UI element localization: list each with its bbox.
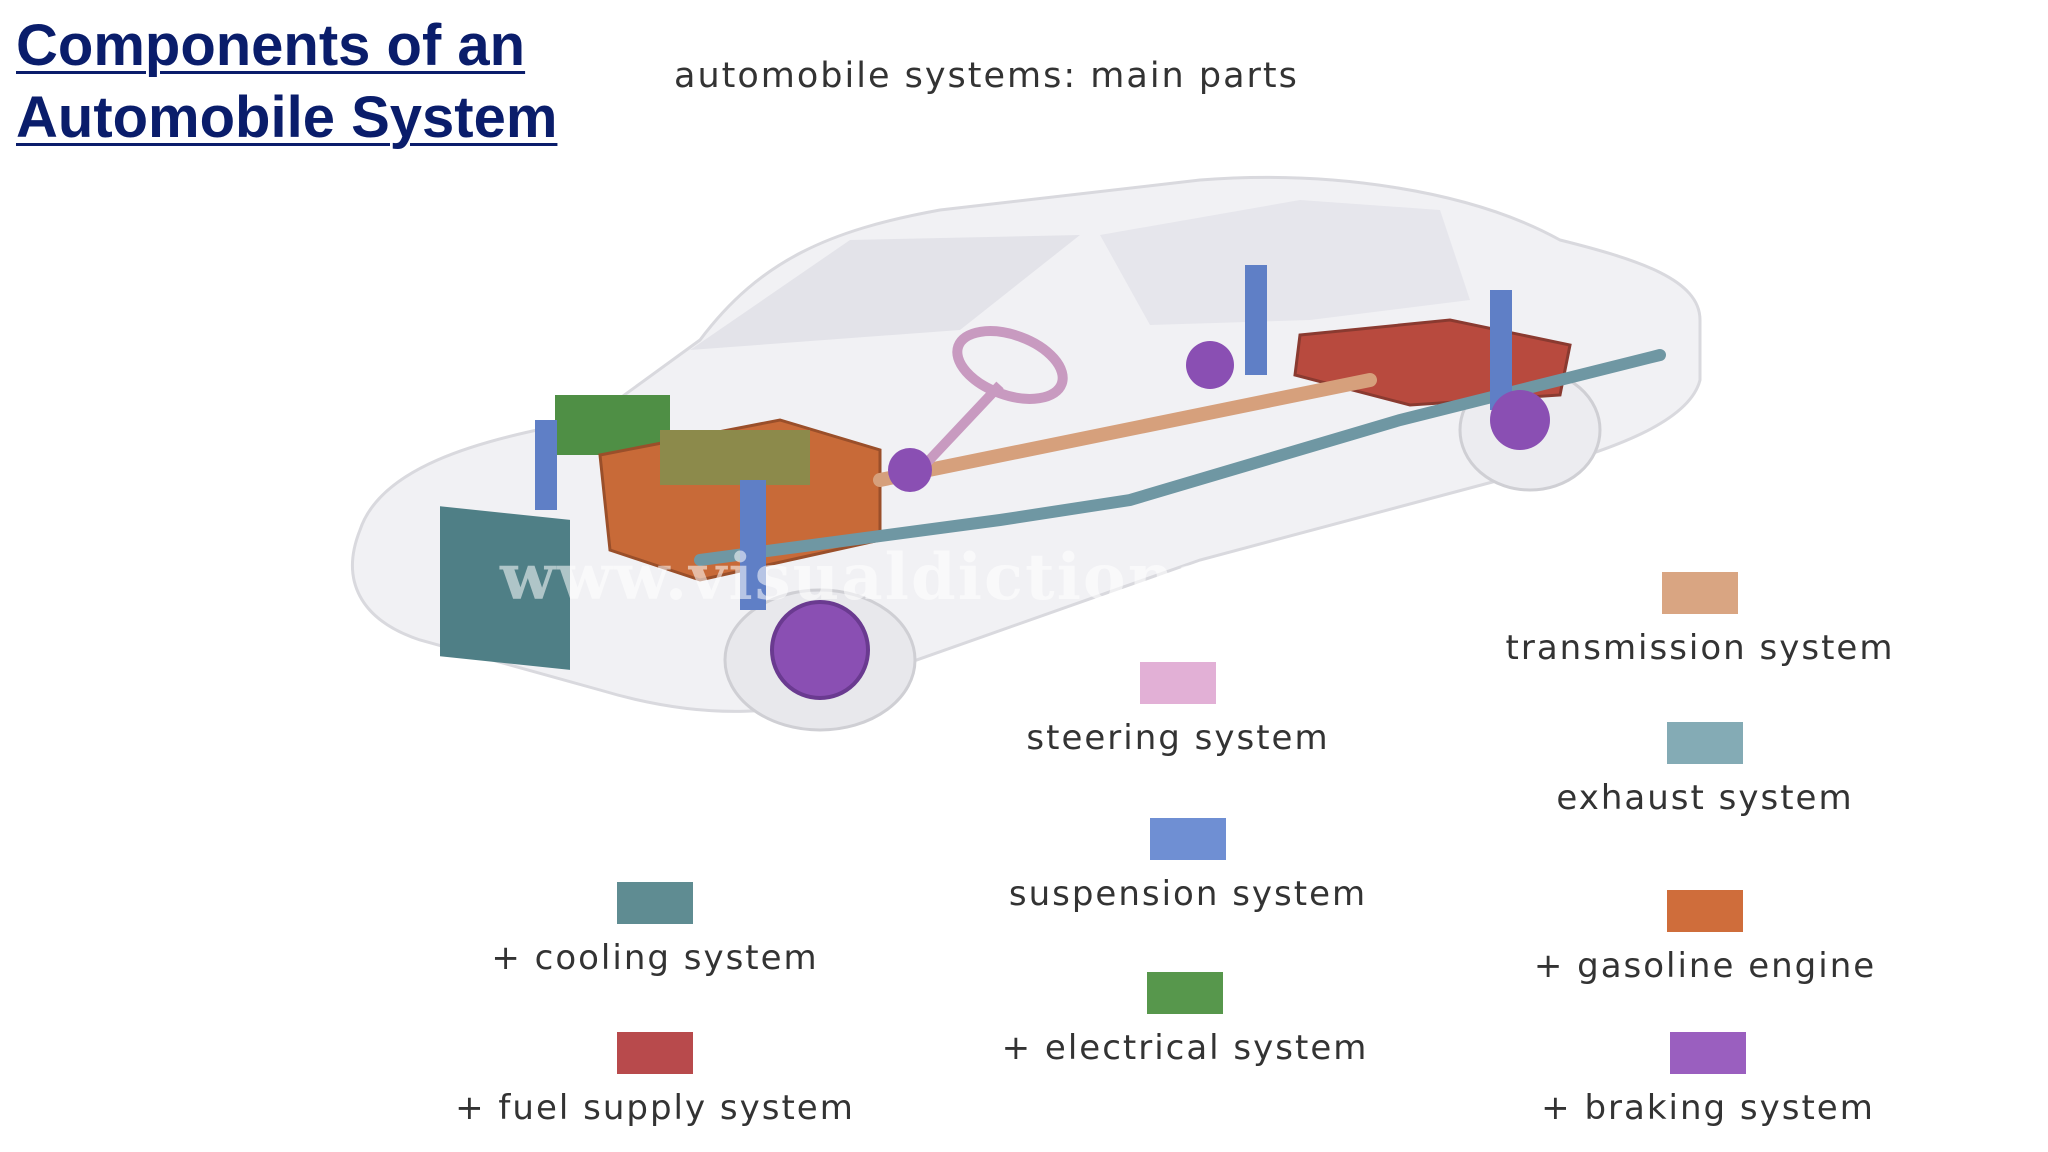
legend-label: + fuel supply system bbox=[455, 1088, 855, 1128]
watermark: www.visualdictionaryonline.com bbox=[500, 540, 1712, 615]
center-brake bbox=[888, 448, 932, 492]
engine-cover bbox=[660, 430, 810, 485]
legend-label: exhaust system bbox=[1556, 778, 1854, 818]
legend-swatch bbox=[1140, 662, 1216, 704]
legend-swatch bbox=[1667, 722, 1743, 764]
legend-item-braking: + braking system bbox=[1478, 1032, 1938, 1128]
rear-brake-disc bbox=[1490, 390, 1550, 450]
title-line-1: Components of an bbox=[16, 13, 526, 78]
legend-label: + cooling system bbox=[491, 938, 819, 978]
exhaust-pipe bbox=[694, 349, 1666, 566]
radiator bbox=[440, 506, 570, 670]
drive-shaft bbox=[873, 373, 1377, 487]
legend-label: suspension system bbox=[1008, 874, 1368, 914]
legend-item-exhaust: exhaust system bbox=[1475, 722, 1935, 818]
legend-item-cooling: + cooling system bbox=[425, 882, 885, 978]
mid-brake-disc bbox=[1186, 341, 1234, 389]
legend-swatch bbox=[617, 882, 693, 924]
steering-wheel bbox=[952, 326, 1068, 404]
slide-title: Components of an Automobile System bbox=[16, 10, 557, 154]
front-brake-disc bbox=[770, 600, 870, 700]
legend-swatch bbox=[1662, 572, 1738, 614]
rear-suspension-1 bbox=[1245, 265, 1267, 375]
legend-item-gasoline-engine: + gasoline engine bbox=[1475, 890, 1935, 986]
legend-label: + gasoline engine bbox=[1533, 946, 1877, 986]
legend-item-suspension: suspension system bbox=[958, 818, 1418, 914]
legend-swatch bbox=[617, 1032, 693, 1074]
steering-column bbox=[916, 381, 1004, 474]
legend-swatch bbox=[1667, 890, 1743, 932]
side-window bbox=[1100, 200, 1470, 325]
legend-swatch bbox=[1147, 972, 1223, 1014]
diagram-caption: automobile systems: main parts bbox=[674, 56, 1299, 96]
rear-suspension-2 bbox=[1490, 290, 1512, 410]
legend-item-transmission: transmission system bbox=[1470, 572, 1930, 668]
windshield bbox=[690, 235, 1080, 350]
legend-label: + braking system bbox=[1541, 1088, 1875, 1128]
front-suspension bbox=[740, 480, 766, 610]
legend-label: + electrical system bbox=[1001, 1028, 1369, 1068]
legend-item-fuel-supply: + fuel supply system bbox=[425, 1032, 885, 1128]
front-suspension-left bbox=[535, 420, 557, 510]
title-line-2: Automobile System bbox=[16, 85, 558, 150]
legend-swatch bbox=[1150, 818, 1226, 860]
legend-swatch bbox=[1670, 1032, 1746, 1074]
legend-label: steering system bbox=[1026, 718, 1330, 758]
legend-item-steering: steering system bbox=[948, 662, 1408, 758]
legend-label: transmission system bbox=[1505, 628, 1895, 668]
legend-item-electrical: + electrical system bbox=[955, 972, 1415, 1068]
